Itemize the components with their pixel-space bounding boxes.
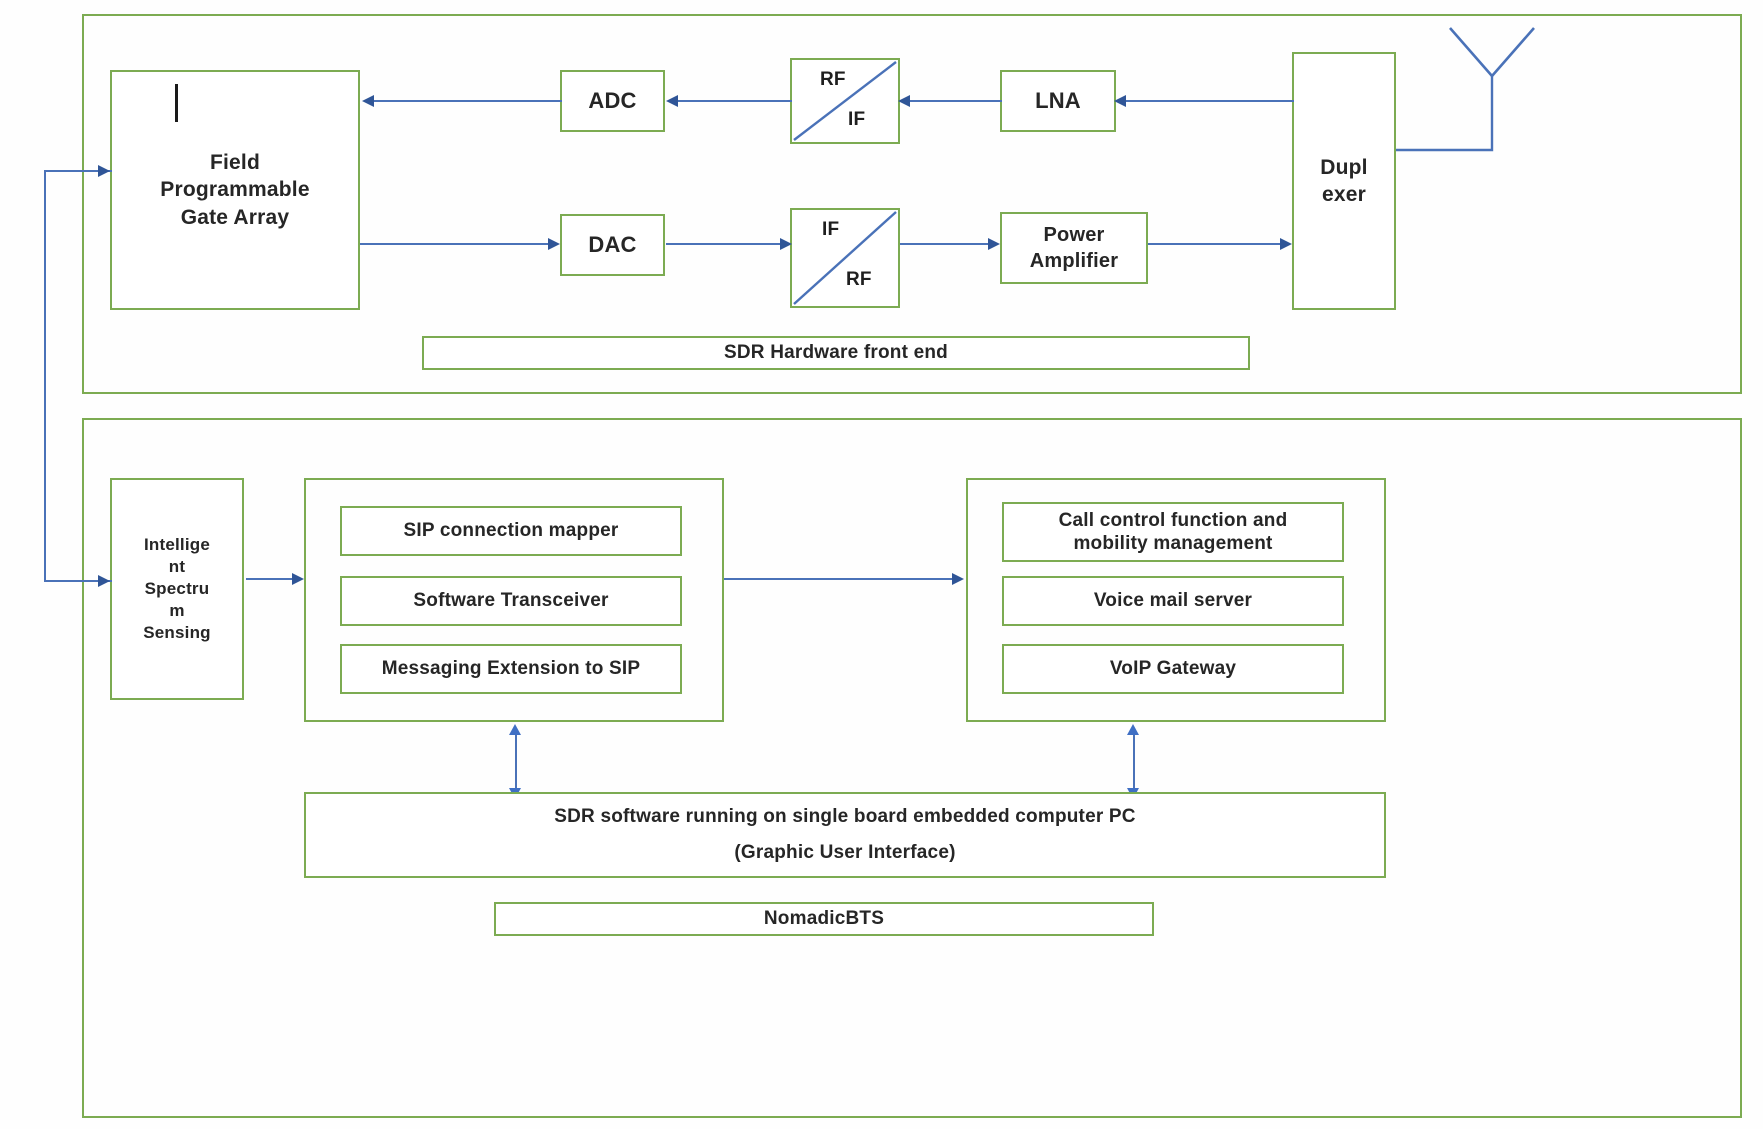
feedback-link-top <box>44 170 112 172</box>
tx-mixer-block[interactable]: IF RF <box>790 208 900 308</box>
text-caret-artifact <box>175 84 178 122</box>
tx-arrow-into-pa <box>988 238 1000 250</box>
antenna-icon <box>1396 27 1535 152</box>
messaging-extension-block[interactable]: Messaging Extension to SIP <box>340 644 682 694</box>
duplexer-block[interactable]: Dupl exer <box>1292 52 1396 310</box>
mixer-diagonal-icon <box>793 211 897 305</box>
spectrum-sensing-line2: nt <box>168 556 186 576</box>
adc-block[interactable]: ADC <box>560 70 665 132</box>
link-sensing-to-sip <box>246 578 294 580</box>
sip-connection-mapper-block[interactable]: SIP connection mapper <box>340 506 682 556</box>
arrow-into-sip-group <box>292 573 304 585</box>
software-transceiver-label: Software Transceiver <box>413 589 609 611</box>
sip-connection-mapper-label: SIP connection mapper <box>403 519 619 541</box>
power-amplifier-block[interactable]: Power Amplifier <box>1000 212 1148 284</box>
sdr-hardware-caption-label: SDR Hardware front end <box>724 341 948 363</box>
duplexer-label-line1: Dupl <box>1320 155 1368 179</box>
bidir-link-call-to-software <box>1133 732 1135 794</box>
dac-block[interactable]: DAC <box>560 214 665 276</box>
rx-arrow-into-mixer <box>898 95 910 107</box>
sip-group-container <box>304 478 724 722</box>
rx-mixer-label-rf: RF <box>820 69 846 90</box>
voice-mail-server-block[interactable]: Voice mail server <box>1002 576 1344 626</box>
tx-link-mixer-pa <box>900 243 990 245</box>
sdr-software-bar-line2: (Graphic User Interface) <box>734 842 956 863</box>
arrow-into-call-group <box>952 573 964 585</box>
feedback-arrow-into-fpga <box>98 165 110 177</box>
lna-label: LNA <box>1035 87 1081 113</box>
software-transceiver-block[interactable]: Software Transceiver <box>340 576 682 626</box>
call-group-container <box>966 478 1386 722</box>
power-amplifier-label-line1: Power <box>1043 224 1105 246</box>
voice-mail-server-label: Voice mail server <box>1093 589 1253 611</box>
fpga-label-line3: Gate Array <box>180 205 290 229</box>
fpga-label-line1: Field <box>209 151 260 175</box>
duplexer-label-line2: exer <box>1321 183 1366 206</box>
rx-arrow-into-fpga <box>362 95 374 107</box>
rx-link-adc-fpga <box>372 100 562 102</box>
power-amplifier-label-line2: Amplifier <box>1029 250 1119 272</box>
lna-block[interactable]: LNA <box>1000 70 1116 132</box>
voip-gateway-block[interactable]: VoIP Gateway <box>1002 644 1344 694</box>
call-control-block[interactable]: Call control function and mobility manag… <box>1002 502 1344 562</box>
call-control-label-line2: mobility management <box>1073 533 1273 554</box>
feedback-arrow-into-spectrum-sensing <box>98 575 110 587</box>
spectrum-sensing-line3: Spectru <box>144 578 210 598</box>
bidir-arrow-up-sip <box>509 724 521 735</box>
spectrum-sensing-line4: m <box>169 601 185 621</box>
rx-arrow-into-lna <box>1114 95 1126 107</box>
sdr-software-container <box>82 418 1742 1118</box>
link-sip-to-call <box>724 578 954 580</box>
feedback-link-bottom <box>44 580 112 582</box>
tx-arrow-into-mixer <box>780 238 792 250</box>
sdr-hardware-container <box>82 14 1742 394</box>
sdr-software-bar: SDR software running on single board emb… <box>304 792 1386 878</box>
rx-mixer-label-if: IF <box>848 109 866 130</box>
tx-link-pa-duplexer <box>1148 243 1284 245</box>
fpga-label-line2: Programmable <box>160 178 310 202</box>
tx-arrow-into-duplexer <box>1280 238 1292 250</box>
rx-link-lna-mixer <box>908 100 1002 102</box>
dac-label: DAC <box>588 231 637 257</box>
bidir-link-sip-to-software <box>515 732 517 794</box>
rx-link-duplexer-lna <box>1124 100 1294 102</box>
rx-link-mixer-adc <box>676 100 792 102</box>
spectrum-sensing-block[interactable]: Intellige nt Spectru m Sensing <box>110 478 244 700</box>
sdr-hardware-caption: SDR Hardware front end <box>422 336 1250 370</box>
rx-mixer-block[interactable]: RF IF <box>790 58 900 144</box>
tx-link-dac-mixer <box>666 243 782 245</box>
sdr-software-bar-line1: SDR software running on single board emb… <box>554 805 1136 827</box>
nomadicbts-label-box: NomadicBTS <box>494 902 1154 936</box>
tx-mixer-label-rf: RF <box>846 269 872 290</box>
tx-mixer-label-if: IF <box>822 219 840 240</box>
feedback-link-vertical <box>44 170 46 582</box>
call-control-label-line1: Call control function and <box>1058 509 1288 531</box>
adc-label: ADC <box>588 87 637 113</box>
voip-gateway-label: VoIP Gateway <box>1109 657 1237 679</box>
tx-link-fpga-dac <box>360 243 550 245</box>
fpga-block[interactable]: Field Programmable Gate Array <box>110 70 360 310</box>
bidir-arrow-up-call <box>1127 724 1139 735</box>
rx-arrow-into-adc <box>666 95 678 107</box>
tx-arrow-into-dac <box>548 238 560 250</box>
messaging-extension-label: Messaging Extension to SIP <box>381 657 641 679</box>
spectrum-sensing-line1: Intellige <box>143 534 211 554</box>
nomadicbts-label: NomadicBTS <box>763 907 885 929</box>
spectrum-sensing-line5: Sensing <box>143 623 211 643</box>
